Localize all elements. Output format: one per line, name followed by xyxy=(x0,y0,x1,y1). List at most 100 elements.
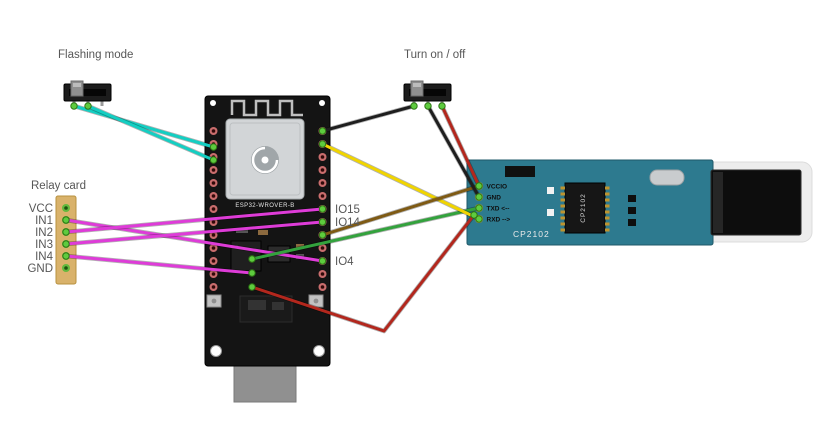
chip-leg xyxy=(605,192,610,196)
esp32-pin-left-hole xyxy=(211,207,216,211)
wire-endpoint[interactable] xyxy=(475,204,483,212)
wire-endpoint[interactable] xyxy=(318,218,327,226)
wire-endpoint[interactable] xyxy=(475,182,483,190)
cp2102-pin-label: VCCIO xyxy=(487,184,508,191)
onoff-switch-to-esp32[interactable] xyxy=(321,104,416,133)
relay-card-label: Relay card xyxy=(31,180,86,192)
chip-leg xyxy=(560,228,565,232)
wire-endpoint[interactable] xyxy=(318,257,327,265)
resistor xyxy=(296,244,304,249)
wire-endpoint[interactable] xyxy=(438,102,446,110)
chip-leg xyxy=(560,198,565,202)
relay-pin-label-gnd: GND xyxy=(27,263,53,275)
component-block xyxy=(505,166,535,177)
flashing-mode-switch[interactable] xyxy=(63,80,112,106)
wire-endpoint[interactable] xyxy=(248,255,256,263)
switch-leg xyxy=(100,100,104,106)
esp32-tx-to-cp2102-rxd[interactable] xyxy=(321,142,481,221)
relay-pin-label-in1: IN1 xyxy=(35,215,53,227)
smd-component xyxy=(628,219,636,226)
cp2102-adapter[interactable]: CP2102 CP2102 VCCIO GND TXD <-- RXD --> xyxy=(466,159,813,246)
wire-endpoint[interactable] xyxy=(318,140,327,148)
esp32-pin-left-hole xyxy=(211,129,216,133)
esp32-board[interactable]: ESP32-WROVER-B xyxy=(204,95,331,403)
cp2102-chip-label: CP2102 xyxy=(580,193,587,223)
wire-endpoint[interactable] xyxy=(470,211,478,219)
chip-leg xyxy=(560,222,565,226)
pcb-antenna xyxy=(230,99,303,117)
chip-leg xyxy=(605,204,610,208)
chip-leg xyxy=(560,192,565,196)
wire-endpoint[interactable] xyxy=(318,231,327,239)
esp32-pin-right-hole xyxy=(320,168,325,172)
small-component xyxy=(272,302,284,310)
esp32-pin-right-hole xyxy=(320,181,325,185)
chip-leg xyxy=(605,228,610,232)
esp32-module-label: ESP32-WROVER-B xyxy=(235,203,294,209)
wire-endpoint[interactable] xyxy=(62,252,70,260)
relay-pin-label-in3: IN3 xyxy=(35,239,53,251)
relay-in3-to-esp32-io14[interactable] xyxy=(64,220,324,246)
usb-plug-shade xyxy=(713,172,723,233)
wire-endpoint[interactable] xyxy=(62,228,70,236)
io4-label: IO4 xyxy=(335,256,354,268)
onoff-switch-to-cp2102-gnd[interactable] xyxy=(426,104,481,199)
wire-endpoint[interactable] xyxy=(84,102,92,110)
wire-endpoint[interactable] xyxy=(410,102,418,110)
smd-component xyxy=(547,209,554,216)
esp32-pin-right-hole xyxy=(320,194,325,198)
esp32-pin-right-hole xyxy=(320,246,325,250)
wire-endpoint[interactable] xyxy=(248,269,256,277)
boot-button-cap xyxy=(211,298,217,304)
flash-switch-to-esp32-gnd[interactable] xyxy=(86,104,215,162)
cp2102-pin-label: TXD <-- xyxy=(487,206,510,213)
wire-endpoint[interactable] xyxy=(62,240,70,248)
esp32-pin-left-hole xyxy=(211,285,216,289)
io15-label: IO15 xyxy=(335,204,360,216)
esp32-pin-left-hole xyxy=(211,168,216,172)
esp32-rx-to-cp2102-txd[interactable] xyxy=(250,206,481,261)
wire-endpoint[interactable] xyxy=(209,156,218,164)
wire-endpoint[interactable] xyxy=(248,283,256,291)
chip-leg xyxy=(605,216,610,220)
wire-endpoint[interactable] xyxy=(475,215,483,223)
chip-leg xyxy=(560,204,565,208)
esp32-pin-right-hole xyxy=(320,155,325,159)
wire-endpoint[interactable] xyxy=(318,127,327,135)
cp2102-pin-label: GND xyxy=(487,195,502,202)
chip-leg xyxy=(605,210,610,214)
esp32-pin-left-hole xyxy=(211,194,216,198)
esp32-power-to-cp2102[interactable] xyxy=(250,213,476,333)
relay-pin-vcc-hole xyxy=(64,206,68,210)
cp2102-chip xyxy=(564,182,606,234)
flash-switch-to-esp32-en[interactable] xyxy=(72,104,215,149)
power-switch-label: Turn on / off xyxy=(404,49,466,61)
crystal-oscillator xyxy=(649,169,685,186)
esp32-pin-right-hole xyxy=(320,272,325,276)
onoff-switch-to-cp2102-vccio[interactable] xyxy=(440,104,481,188)
wire-endpoint[interactable] xyxy=(318,205,327,213)
esp32-pin-left-hole xyxy=(211,272,216,276)
cp2102-pin-label: RXD --> xyxy=(487,217,511,224)
switch-slot xyxy=(69,89,106,96)
wire-endpoint[interactable] xyxy=(209,143,218,151)
relay-in4-to-esp32[interactable] xyxy=(64,254,254,275)
power-switch[interactable] xyxy=(403,80,452,106)
esp32-pin-right-hole xyxy=(320,285,325,289)
wire-endpoint[interactable] xyxy=(62,216,70,224)
wire-endpoint[interactable] xyxy=(424,102,432,110)
resistor xyxy=(236,228,248,233)
esp32-pin-left-hole xyxy=(211,233,216,237)
smd-component xyxy=(628,195,636,202)
esp32-to-cp2102-vccio[interactable] xyxy=(321,184,481,237)
wire-endpoint[interactable] xyxy=(70,102,78,110)
cp2102-board-label: CP2102 xyxy=(513,229,550,239)
chip-leg xyxy=(605,186,610,190)
relay-pin-label-in4: IN4 xyxy=(35,251,54,263)
wire-endpoint[interactable] xyxy=(475,193,483,201)
relay-in2-to-esp32-io15[interactable] xyxy=(64,207,324,234)
flashing-mode-label: Flashing mode xyxy=(58,49,133,61)
